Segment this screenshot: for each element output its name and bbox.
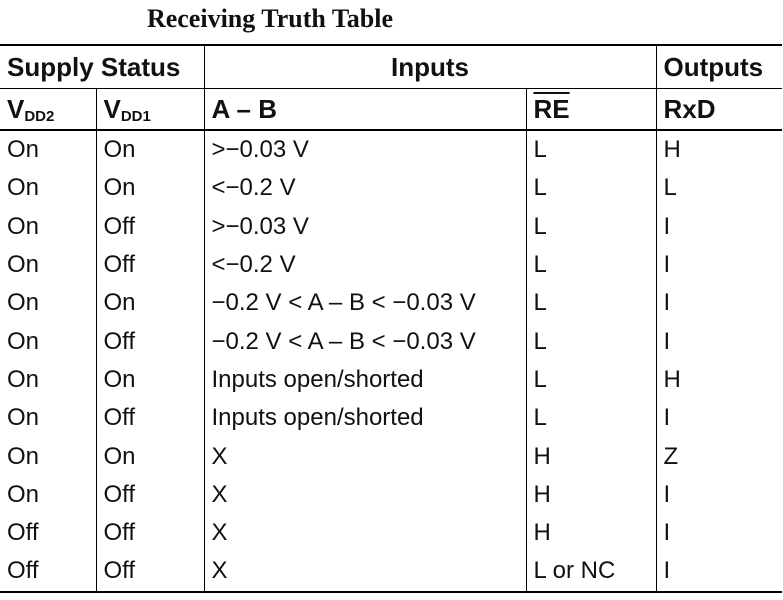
cell-rxd: I bbox=[663, 404, 671, 432]
cell-vdd1: On bbox=[96, 169, 205, 208]
cell-vdd2: On bbox=[0, 399, 97, 438]
cell-vdd2: On bbox=[0, 130, 97, 170]
header-column-row: VDD2 VDD1 A – B RE RxD bbox=[0, 88, 782, 131]
cell-vdd1: On bbox=[96, 130, 205, 170]
cell-vdd2: On bbox=[0, 284, 97, 323]
table-header: Supply Status Inputs Outputs VDD2 VDD1 A… bbox=[0, 44, 782, 131]
header-group-row: Supply Status Inputs Outputs bbox=[0, 44, 782, 89]
cell-rxd: H bbox=[663, 136, 681, 164]
column-a-minus-b: A – B bbox=[204, 88, 527, 131]
cell-vdd1: Off bbox=[96, 475, 205, 514]
cell-re: L or NC bbox=[526, 552, 657, 593]
cell-re: L bbox=[526, 399, 657, 438]
column-vdd2: VDD2 bbox=[0, 88, 97, 131]
cell-re: H bbox=[526, 475, 657, 514]
cell-re: L bbox=[526, 130, 657, 170]
cell-rxd: I bbox=[663, 251, 671, 279]
cell-vdd2: Off bbox=[0, 552, 97, 593]
cell-vdd2: On bbox=[0, 169, 97, 208]
cell-re: H bbox=[526, 437, 657, 476]
cell-re: L bbox=[526, 322, 657, 361]
re-label: RE bbox=[533, 93, 570, 124]
cell-a-minus-b: X bbox=[204, 513, 527, 553]
cell-re: L bbox=[526, 207, 657, 246]
cell-vdd1: Off bbox=[96, 513, 205, 553]
cell-vdd2: On bbox=[0, 437, 97, 476]
cell-vdd2: On bbox=[0, 360, 97, 400]
cell-vdd1: Off bbox=[96, 322, 205, 361]
cell-rxd: I bbox=[663, 289, 671, 317]
cell-rxd: I bbox=[663, 480, 671, 508]
cell-a-minus-b: X bbox=[204, 437, 527, 476]
truth-table: Supply Status Inputs Outputs VDD2 VDD1 A… bbox=[0, 44, 782, 593]
table-title: Receiving Truth Table bbox=[146, 4, 394, 33]
cell-a-minus-b: Inputs open/shorted bbox=[204, 399, 527, 438]
cell-vdd2: On bbox=[0, 207, 97, 246]
header-supply-status: Supply Status bbox=[0, 44, 205, 89]
cell-rxd: I bbox=[663, 212, 671, 240]
cell-a-minus-b: X bbox=[204, 552, 527, 593]
cell-a-minus-b: >−0.03 V bbox=[204, 207, 527, 246]
cell-vdd1: Off bbox=[96, 552, 205, 593]
vdd2-main: V bbox=[7, 93, 25, 124]
cell-a-minus-b: <−0.2 V bbox=[204, 245, 527, 285]
cell-re: L bbox=[526, 245, 657, 285]
cell-vdd2: Off bbox=[0, 513, 97, 553]
column-re: RE bbox=[526, 88, 657, 131]
cell-vdd1: Off bbox=[96, 207, 205, 246]
cell-re: L bbox=[526, 284, 657, 323]
cell-re: L bbox=[526, 169, 657, 208]
cell-vdd1: Off bbox=[96, 245, 205, 285]
vdd1-main: V bbox=[103, 93, 121, 124]
cell-re: L bbox=[526, 360, 657, 400]
cell-vdd1: Off bbox=[96, 399, 205, 438]
cell-re: H bbox=[526, 513, 657, 553]
cell-vdd1: On bbox=[96, 360, 205, 400]
vdd1-sub: DD1 bbox=[120, 107, 151, 125]
header-outputs: Outputs bbox=[656, 44, 782, 89]
cell-rxd: I bbox=[663, 327, 671, 355]
cell-a-minus-b: Inputs open/shorted bbox=[204, 360, 527, 400]
cell-rxd: L bbox=[663, 174, 677, 202]
cell-rxd: H bbox=[663, 365, 681, 393]
cell-vdd2: On bbox=[0, 322, 97, 361]
cell-vdd2: On bbox=[0, 475, 97, 514]
cell-rxd: I bbox=[656, 552, 782, 593]
cell-a-minus-b: X bbox=[204, 475, 527, 514]
cell-rxd: Z bbox=[663, 442, 679, 470]
cell-a-minus-b: −0.2 V < A – B < −0.03 V bbox=[204, 322, 527, 361]
cell-rxd: I bbox=[663, 519, 671, 547]
column-vdd1: VDD1 bbox=[96, 88, 205, 131]
header-inputs: Inputs bbox=[204, 44, 657, 89]
vdd2-sub: DD2 bbox=[24, 107, 55, 125]
cell-a-minus-b: >−0.03 V bbox=[204, 130, 527, 170]
cell-vdd1: On bbox=[96, 284, 205, 323]
column-rxd: RxD bbox=[656, 88, 782, 131]
cell-vdd2: On bbox=[0, 245, 97, 285]
cell-a-minus-b: −0.2 V < A – B < −0.03 V bbox=[204, 284, 527, 323]
cell-a-minus-b: <−0.2 V bbox=[204, 169, 527, 208]
cell-vdd1: On bbox=[96, 437, 205, 476]
